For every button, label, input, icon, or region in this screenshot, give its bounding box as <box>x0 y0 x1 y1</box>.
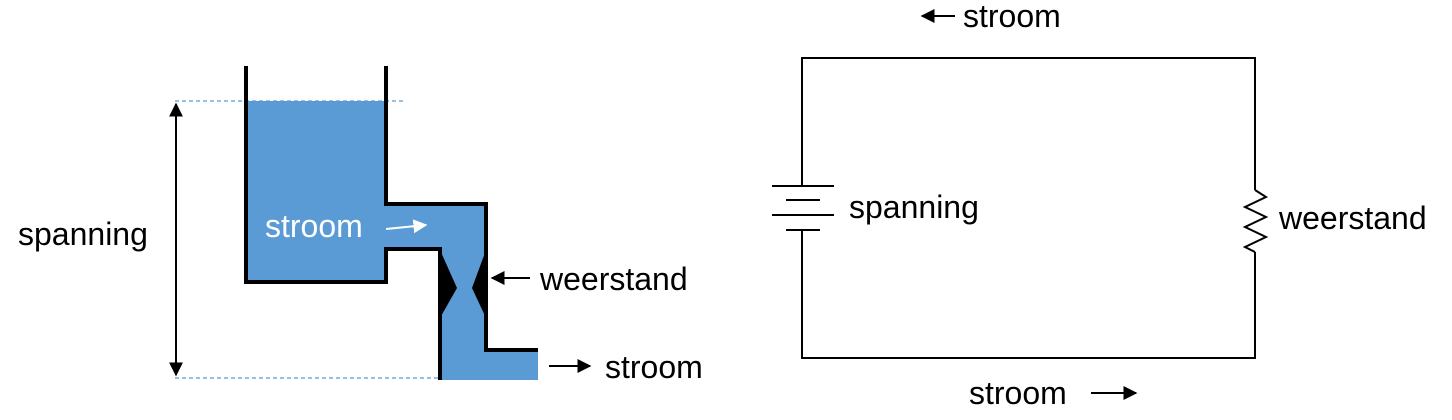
water-body <box>246 101 538 380</box>
electric-circuit: stroom spanning weerstand stroom <box>772 0 1427 411</box>
inner-current-arrow <box>385 219 428 234</box>
circuit-current-bottom-label: stroom <box>969 375 1067 411</box>
water-resistance-label: weerstand <box>539 261 688 297</box>
water-voltage-label: spanning <box>18 216 148 252</box>
circuit-wire-top <box>801 57 1256 190</box>
constriction-left <box>440 250 457 318</box>
resistor-symbol <box>1242 189 1269 253</box>
circuit-current-top-label: stroom <box>963 0 1061 34</box>
battery-symbol <box>772 185 834 231</box>
circuit-wire-bottom <box>801 230 1256 359</box>
water-analogy: spanning stroom weerstand stroom <box>18 66 703 385</box>
water-current-out-label: stroom <box>605 349 703 385</box>
circuit-resistance-label: weerstand <box>1278 200 1427 236</box>
tank-wall-right <box>384 66 538 352</box>
water-current-inside-label: stroom <box>265 208 363 244</box>
circuit-voltage-label: spanning <box>849 189 979 225</box>
constriction-right <box>472 250 486 318</box>
